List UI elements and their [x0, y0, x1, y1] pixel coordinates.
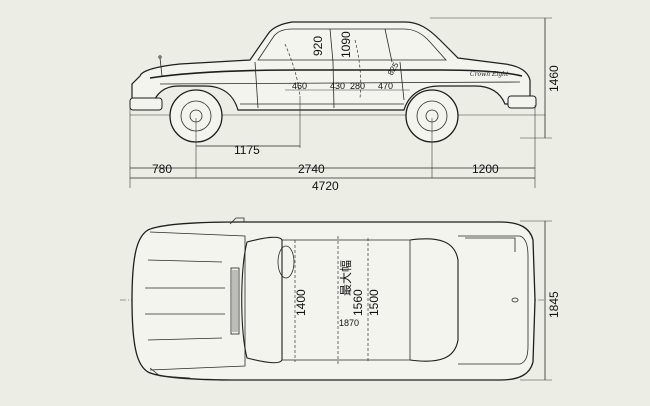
front-to-driver-label: 1175: [234, 143, 260, 157]
front-wheel: [169, 89, 223, 143]
interior-width-1-label: 1400: [294, 289, 308, 316]
seat-dim-3-label: 280: [350, 81, 365, 91]
trunk-outline: [458, 235, 529, 365]
roof-outline: [282, 239, 411, 361]
overall-width-label: 1845: [547, 291, 561, 318]
c-pillar: [384, 28, 393, 63]
steering-wheel: [277, 245, 295, 279]
rear-overhang-label: 1200: [472, 162, 499, 176]
rear-fin-trim: [465, 237, 516, 252]
hood-line-4: [147, 337, 223, 341]
top-view: 1400 最大幅 1560 1500 1870 1845: [120, 217, 561, 381]
rocker-line: [159, 81, 521, 85]
windshield: [241, 236, 283, 364]
driver-position-line: [284, 43, 301, 97]
left-mirror: [229, 217, 245, 225]
front-grille-vent: [230, 267, 240, 335]
b-pillar: [329, 28, 334, 63]
headroom-front-label: 1090: [339, 31, 353, 58]
side-window-outline: [257, 28, 447, 61]
hood-outline: [149, 231, 246, 371]
hood-line-3: [147, 259, 223, 263]
rear-passenger-line: [354, 39, 362, 99]
headroom-rear-label: 920: [311, 36, 325, 56]
height-label: 1460: [547, 65, 561, 92]
max-width-value-label: 1870: [339, 318, 359, 328]
door-split: [332, 61, 335, 109]
seat-dim-2-label: 430: [330, 81, 345, 91]
interior-width-2-label: 1560: [351, 289, 365, 316]
front-overhang-label: 780: [152, 162, 172, 176]
max-width-japanese-label: 最大幅: [338, 260, 353, 296]
top-body-outline: [131, 221, 536, 381]
trunk-lock: [511, 297, 519, 303]
side-view: 920 1090 460 430 280 470 825 Crown Eight…: [129, 17, 561, 193]
overall-length-label: 4720: [312, 179, 339, 193]
antenna: [159, 57, 163, 77]
side-chrome-stripe: [149, 69, 523, 79]
antenna-tip: [158, 55, 162, 59]
interior-width-3-label: 1500: [367, 289, 381, 316]
front-bumper-side: [129, 97, 163, 111]
front-corner-trim: [149, 367, 191, 379]
front-door-edge: [254, 61, 259, 109]
seat-dim-4-label: 470: [378, 81, 393, 91]
emblem-script: Crown Eight: [470, 71, 509, 78]
rear-window: [409, 238, 459, 362]
seat-dim-1-label: 460: [292, 81, 307, 91]
wheelbase-label: 2740: [298, 162, 325, 176]
rear-door-edge: [399, 61, 405, 101]
rear-bumper-side: [507, 95, 537, 109]
